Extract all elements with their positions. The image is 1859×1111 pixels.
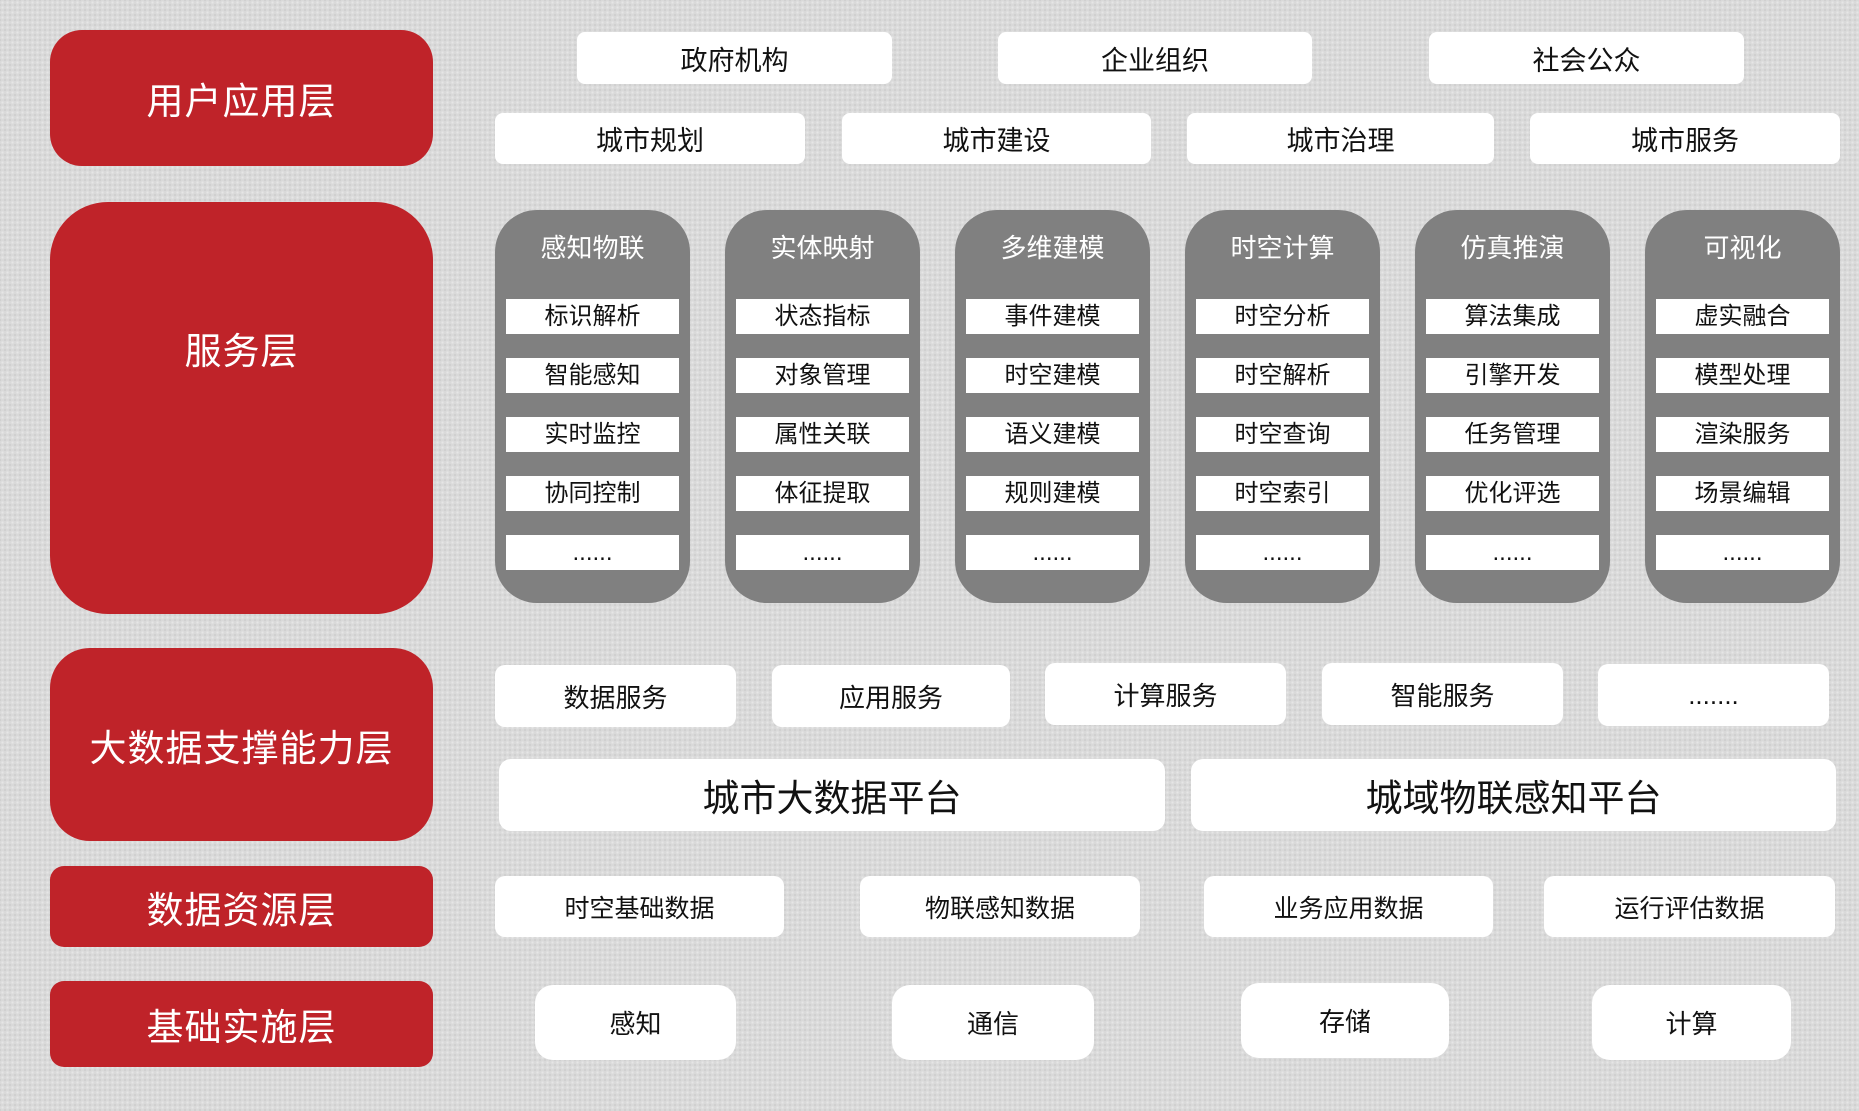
service-item: 时空查询 xyxy=(1196,417,1369,452)
service-item: 虚实融合 xyxy=(1656,299,1829,334)
service-item: 实时监控 xyxy=(506,417,679,452)
data-resource-box-spatiotemporal: 时空基础数据 xyxy=(495,876,784,937)
service-item: 协同控制 xyxy=(506,476,679,511)
service-item: 时空索引 xyxy=(1196,476,1369,511)
service-columns-row: 感知物联 标识解析 智能感知 实时监控 协同控制 ...... 实体映射 状态指… xyxy=(495,210,1840,603)
service-item: 渲染服务 xyxy=(1656,417,1829,452)
service-item: 智能感知 xyxy=(506,358,679,393)
layer-box-service: 服务层 xyxy=(50,202,433,614)
city-function-box-construction: 城市建设 xyxy=(842,113,1151,164)
service-column-spatiotemporal-computing: 时空计算 时空分析 时空解析 时空查询 时空索引 ...... xyxy=(1185,210,1380,603)
data-resource-box-operation-evaluation: 运行评估数据 xyxy=(1544,876,1835,937)
service-item-more: ...... xyxy=(1196,535,1369,570)
bigdata-service-box-more: ....... xyxy=(1598,664,1829,726)
service-item: 任务管理 xyxy=(1426,417,1599,452)
service-item: 语义建模 xyxy=(966,417,1139,452)
service-column-items: 事件建模 时空建模 语义建模 规则建模 ...... xyxy=(966,299,1139,570)
service-item: 标识解析 xyxy=(506,299,679,334)
service-item-more: ...... xyxy=(736,535,909,570)
user-group-box-government: 政府机构 xyxy=(577,32,892,84)
service-item: 状态指标 xyxy=(736,299,909,334)
infrastructure-box-sensing: 感知 xyxy=(535,985,736,1060)
service-column-simulation-deduction: 仿真推演 算法集成 引擎开发 任务管理 优化评选 ...... xyxy=(1415,210,1610,603)
service-column-items: 标识解析 智能感知 实时监控 协同控制 ...... xyxy=(506,299,679,570)
service-item: 算法集成 xyxy=(1426,299,1599,334)
service-column-title: 时空计算 xyxy=(1230,233,1335,263)
bigdata-service-box-computing: 计算服务 xyxy=(1045,663,1286,725)
city-function-box-services: 城市服务 xyxy=(1530,113,1840,164)
data-resource-box-business-application: 业务应用数据 xyxy=(1204,876,1493,937)
service-item: 时空分析 xyxy=(1196,299,1369,334)
service-item: 事件建模 xyxy=(966,299,1139,334)
service-item: 场景编辑 xyxy=(1656,476,1829,511)
service-item-more: ...... xyxy=(966,535,1139,570)
bigdata-service-box-data: 数据服务 xyxy=(495,665,736,727)
service-item: 对象管理 xyxy=(736,358,909,393)
user-group-box-enterprise: 企业组织 xyxy=(998,32,1312,84)
service-item: 属性关联 xyxy=(736,417,909,452)
service-column-items: 状态指标 对象管理 属性关联 体征提取 ...... xyxy=(736,299,909,570)
service-column-perception-iot: 感知物联 标识解析 智能感知 实时监控 协同控制 ...... xyxy=(495,210,690,603)
city-function-box-planning: 城市规划 xyxy=(495,113,805,164)
service-item-more: ...... xyxy=(1656,535,1829,570)
service-item: 模型处理 xyxy=(1656,358,1829,393)
infrastructure-box-computing: 计算 xyxy=(1592,985,1791,1060)
service-item: 规则建模 xyxy=(966,476,1139,511)
service-column-title: 可视化 xyxy=(1703,233,1782,263)
layer-box-data-resource: 数据资源层 xyxy=(50,866,433,947)
layer-box-bigdata-support: 大数据支撑能力层 xyxy=(50,648,433,841)
service-column-items: 时空分析 时空解析 时空查询 时空索引 ...... xyxy=(1196,299,1369,570)
service-column-entity-mapping: 实体映射 状态指标 对象管理 属性关联 体征提取 ...... xyxy=(725,210,920,603)
layer-box-user-application: 用户应用层 xyxy=(50,30,433,166)
service-column-title: 仿真推演 xyxy=(1460,233,1565,263)
service-column-visualization: 可视化 虚实融合 模型处理 渲染服务 场景编辑 ...... xyxy=(1645,210,1840,603)
service-column-title: 实体映射 xyxy=(770,233,875,263)
bigdata-service-box-intelligent: 智能服务 xyxy=(1322,663,1563,725)
service-column-title: 多维建模 xyxy=(1000,233,1105,263)
infrastructure-box-communication: 通信 xyxy=(892,985,1094,1060)
bigdata-service-box-application: 应用服务 xyxy=(772,665,1010,727)
platform-box-city-bigdata: 城市大数据平台 xyxy=(499,759,1165,831)
service-item: 引擎开发 xyxy=(1426,358,1599,393)
service-item: 时空解析 xyxy=(1196,358,1369,393)
layer-box-infrastructure: 基础实施层 xyxy=(50,981,433,1067)
service-column-items: 虚实融合 模型处理 渲染服务 场景编辑 ...... xyxy=(1656,299,1829,570)
service-item-more: ...... xyxy=(1426,535,1599,570)
city-function-box-governance: 城市治理 xyxy=(1187,113,1494,164)
service-column-multidim-modeling: 多维建模 事件建模 时空建模 语义建模 规则建模 ...... xyxy=(955,210,1150,603)
service-column-title: 感知物联 xyxy=(540,233,645,263)
service-item-more: ...... xyxy=(506,535,679,570)
service-item: 优化评选 xyxy=(1426,476,1599,511)
service-item: 时空建模 xyxy=(966,358,1139,393)
data-resource-box-iot-sensing: 物联感知数据 xyxy=(860,876,1140,937)
user-group-box-public: 社会公众 xyxy=(1429,32,1744,84)
infrastructure-box-storage: 存储 xyxy=(1241,983,1449,1058)
service-item: 体征提取 xyxy=(736,476,909,511)
platform-box-city-iot-sensing: 城域物联感知平台 xyxy=(1191,759,1836,831)
service-column-items: 算法集成 引擎开发 任务管理 优化评选 ...... xyxy=(1426,299,1599,570)
